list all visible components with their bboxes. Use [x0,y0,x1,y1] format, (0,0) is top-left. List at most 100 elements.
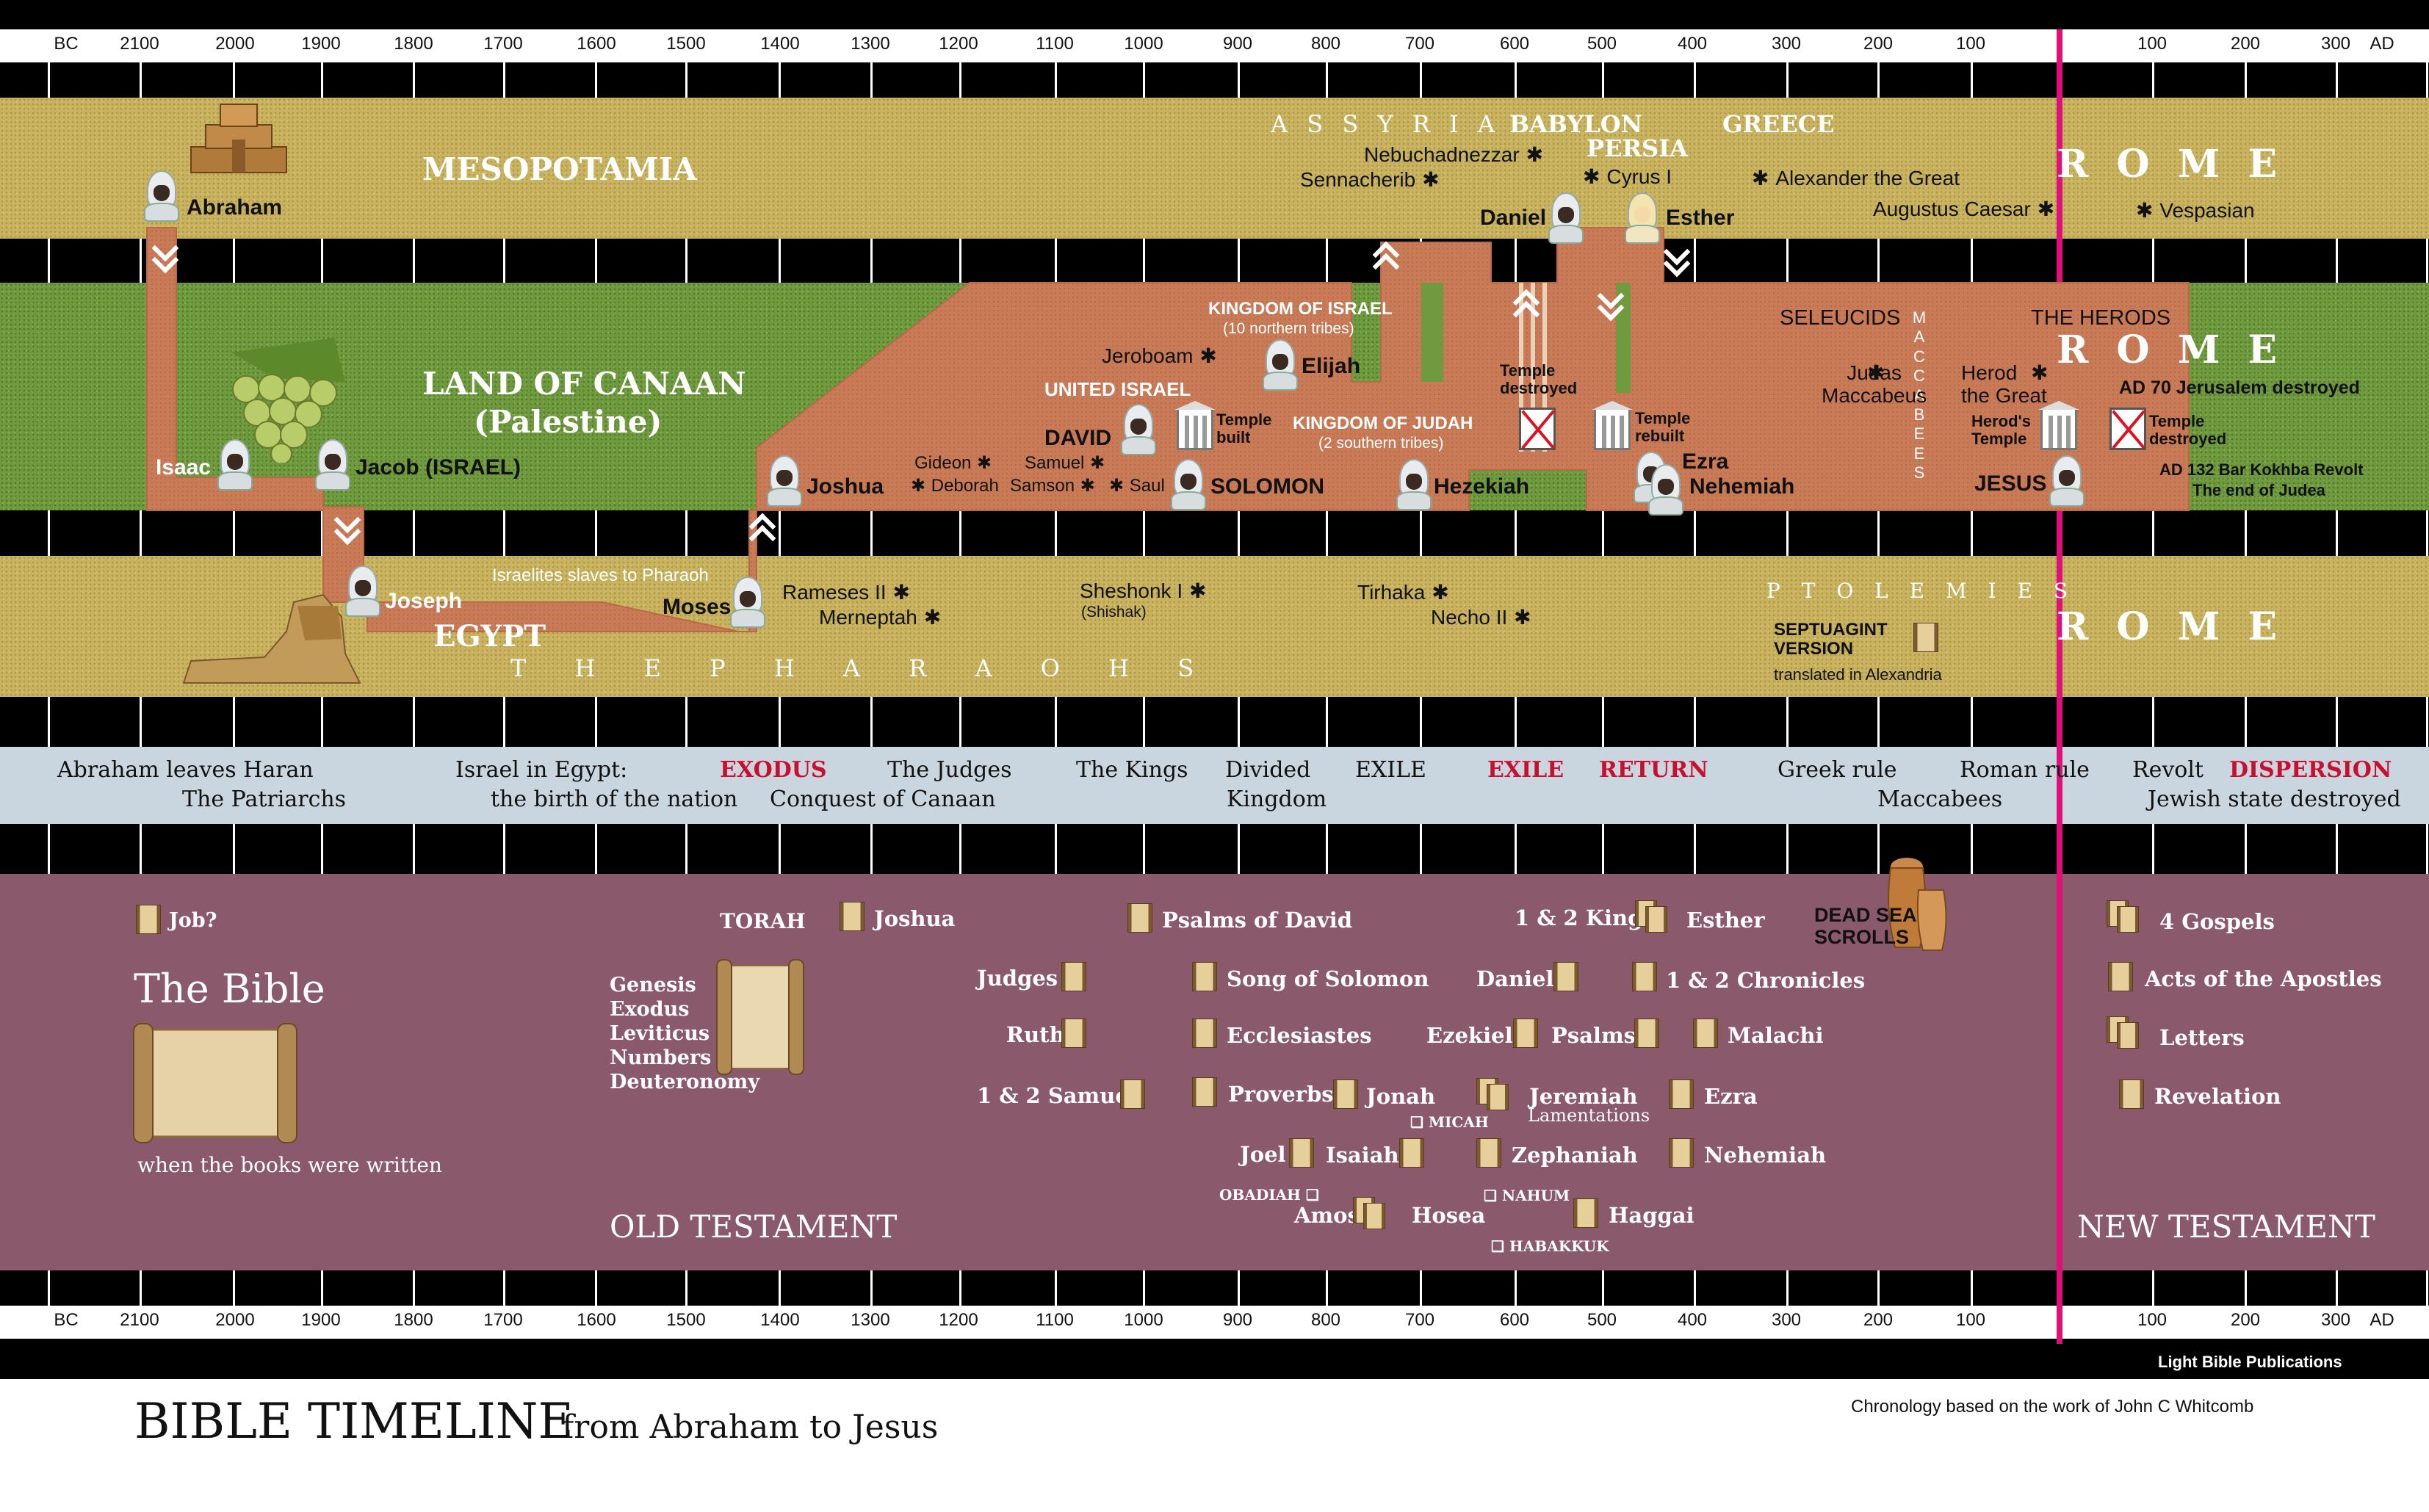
year-tick [140,239,142,283]
era-jewish-state: Jewish state destroyed [2148,786,2401,812]
book-scroll-icon [2108,962,2133,991]
year-tick [870,510,873,556]
torah-label: TORAH [720,909,806,933]
book-nehemiah: Nehemiah [1704,1143,1827,1168]
year-tick [1786,1270,1789,1306]
label-isaac: Isaac [156,455,212,480]
figure-joseph [342,565,383,617]
ruler-shishak: (Shishak) [1081,604,1147,621]
year-tick [140,62,142,98]
year-tick [1143,62,1145,98]
book-scroll-icon [2107,900,2139,933]
ruler-name: Samson [1010,476,1075,496]
book-haggai: Haggai [1609,1203,1694,1228]
asterisk-icon: ✱ [1075,475,1095,496]
book-nahum: ❏ NAHUM [1484,1187,1570,1204]
book-malachi: Malachi [1728,1023,1824,1048]
jar-icon [1888,858,1947,951]
label-moses: Moses [663,595,732,619]
year-tick [140,510,142,556]
year-tick [1326,824,1328,874]
year-tick [1143,1270,1145,1306]
year-tick [1420,62,1422,98]
temple-destroyed-icon [1519,408,1556,450]
ruler-saul: ✱ Saul [1109,476,1165,496]
year-label: 400 [1677,34,1708,54]
year-tick [1971,62,1973,98]
year-tick [48,824,50,874]
year-label: 1900 [301,1310,341,1330]
year-tick [2426,1270,2428,1306]
year-tick [1326,697,1328,747]
label-nehemiah: Nehemiah [1689,474,1795,499]
year-tick [2152,697,2154,747]
year-label: BC [54,1310,79,1330]
region-palestine: (Palestine) [474,404,663,440]
book-scroll-icon [136,905,161,934]
ruler-alexander: ✱ Alexander the Great [1752,167,1960,190]
ruler-name: Herod the Great [1961,361,2047,407]
asterisk-icon: ✱ [917,605,942,629]
book-scroll-icon [1333,1079,1358,1109]
label-herods-temple: Herod's Temple [1971,412,2032,449]
year-tick [503,1270,505,1306]
year-tick [959,239,961,283]
book-micah: ❏ MICAH [1410,1113,1489,1131]
year-label: 300 [1771,34,1802,54]
ruler-name: Gideon [914,453,972,473]
label-kingdom-judah: KINGDOM OF JUDAH [1293,413,1473,433]
year-tick [1515,824,1517,874]
year-tick [1971,824,1973,874]
ruler-name: Rameses II [782,581,887,604]
book-ezra: Ezra [1704,1084,1758,1109]
year-tick [870,62,873,98]
year-tick [1326,62,1328,98]
inner-cut-1 [1421,283,1443,382]
year-label: AD [2370,34,2394,54]
ad-divider-line [2057,29,2062,1344]
year-tick [685,510,687,556]
era-israel-egypt: Israel in Egypt: [455,757,628,783]
era-conquest: Conquest of Canaan [770,786,996,812]
scroll-icon [1913,623,1938,652]
year-label: 900 [1222,34,1253,54]
ruler-tirhaka: Tirhaka ✱ [1357,581,1449,604]
year-label: AD [2370,1310,2394,1330]
year-label: 400 [1677,1310,1708,1330]
chevron-up-icon [1368,242,1404,258]
year-tick [1420,697,1422,747]
label-temple-rebuilt: Temple rebuilt [1635,409,1691,446]
ruler-gideon: Gideon ✱ [914,453,992,473]
year-tick [1877,62,1880,98]
year-label: 900 [1222,1310,1253,1330]
book-scroll-icon [1127,903,1152,933]
year-label: 1400 [760,34,800,54]
year-tick [1602,1270,1604,1306]
book-chronicles: 1 & 2 Chronicles [1666,968,1866,993]
publisher-label: Light Bible Publications [2158,1353,2342,1371]
year-tick [870,824,873,874]
bottom-black-bar [0,1339,2429,1379]
book-scroll-icon [1192,1077,1217,1107]
year-tick [321,697,323,747]
year-tick [1786,239,1789,283]
year-tick [48,239,50,283]
figure-daniel [1545,192,1587,244]
torah-book: Exodus [610,998,690,1021]
year-tick [413,510,415,556]
label-jesus: JESUS [1974,471,2047,496]
region-egypt: EGYPT [433,619,546,654]
label-ad132: AD 132 Bar Kokhba Revolt [2159,460,2364,479]
year-tick [233,510,235,556]
book-scroll-icon [1120,1079,1145,1109]
year-label: 200 [1863,34,1894,54]
year-tick [1326,510,1328,556]
year-label: 1900 [301,34,341,54]
year-tick [233,239,235,283]
region-maccabees: MACCABEES [1912,308,1927,482]
bible-subtitle: when the books were written [137,1153,442,1177]
book-daniel: Daniel [1476,966,1554,991]
ruler-rameses: Rameses II ✱ [782,581,910,604]
year-label: 1600 [577,1310,616,1330]
